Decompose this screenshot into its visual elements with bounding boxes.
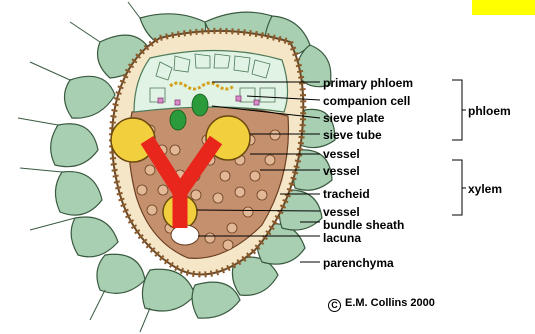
label-bundle-sheath: bundle sheath — [323, 218, 404, 232]
copyright-credit: C E.M. Collins 2000 — [328, 297, 435, 312]
label-vessel-3: vessel — [323, 205, 360, 219]
phloem-region — [134, 50, 288, 112]
label-sieve-plate: sieve plate — [323, 111, 384, 125]
label-vessel-1: vessel — [323, 147, 360, 161]
label-primary-phloem: primary phloem — [323, 76, 413, 90]
label-sieve-tube: sieve tube — [323, 128, 382, 142]
copyright-icon: C — [328, 299, 341, 312]
label-lacuna: lacuna — [323, 231, 361, 245]
label-vessel-2: vessel — [323, 164, 360, 178]
label-tracheid: tracheid — [323, 187, 370, 201]
group-label-xylem: xylem — [468, 182, 502, 196]
label-companion-cell: companion cell — [323, 94, 410, 108]
group-label-phloem: phloem — [468, 104, 511, 118]
label-parenchyma: parenchyma — [323, 256, 394, 270]
credit-text: E.M. Collins 2000 — [345, 297, 435, 309]
